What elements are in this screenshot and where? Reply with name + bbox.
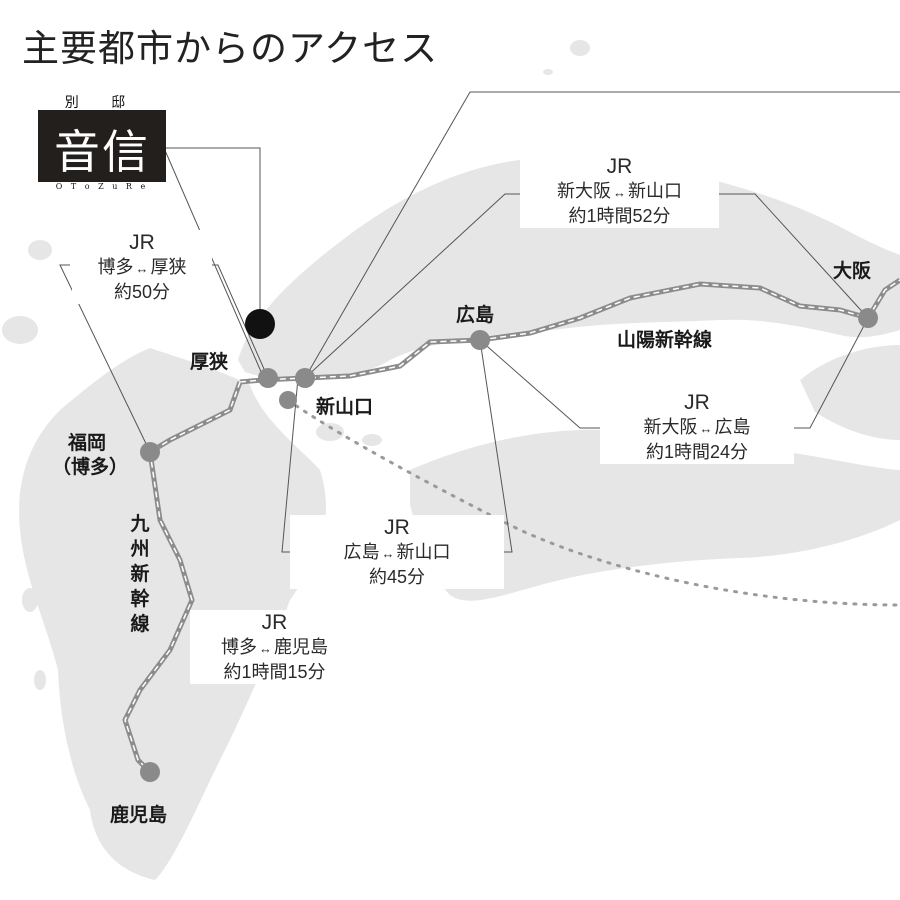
route-to: 厚狭: [150, 257, 187, 277]
station-hiroshima: [470, 330, 490, 350]
island-2: [543, 69, 553, 75]
line-label-sanyo: 山陽新幹線: [617, 329, 713, 351]
two-way-arrow-icon: ↔: [135, 261, 149, 276]
hotel-logo[interactable]: 別 邸 音信 O T o Z u R e: [38, 92, 166, 197]
city-label-fukuoka: 福岡: [68, 432, 107, 454]
kansai-landmass: [800, 345, 900, 440]
logo-main-text: 音信: [54, 125, 150, 179]
page-title: 主要都市からのアクセス: [22, 27, 439, 70]
station-fukuoka: [140, 442, 160, 462]
logo-sub-text: O T o Z u R e: [55, 182, 149, 191]
route-time: 約50分: [113, 282, 171, 302]
station-osaka: [858, 308, 878, 328]
route-from: 広島: [343, 542, 380, 562]
city-label-hakata: （博多）: [52, 456, 129, 478]
logo-top-text: 別 邸: [64, 95, 140, 111]
line-label-kyushu: 九州新幹線: [130, 513, 150, 635]
shikoku-landmass: [410, 429, 900, 601]
island-5: [2, 316, 38, 344]
station-shinyamaguchi: [295, 368, 315, 388]
route-from: 博多: [221, 637, 257, 657]
stations: [140, 308, 878, 782]
honshu-landmass: [238, 156, 900, 381]
kyushu-landmass: [19, 348, 327, 880]
land: [2, 40, 900, 880]
two-way-arrow-icon: ↔: [381, 546, 395, 561]
two-way-arrow-icon: ↔: [613, 185, 626, 200]
two-way-arrow-icon: ↔: [699, 421, 713, 436]
island-4: [362, 434, 382, 446]
route-carrier: JR: [684, 391, 710, 414]
route-from: 新大阪: [643, 417, 698, 437]
route-time: 約1時間52分: [568, 206, 671, 226]
route-from: 新大阪: [557, 181, 611, 201]
logo-box: 音信: [38, 110, 166, 182]
two-way-arrow-icon: ↔: [259, 641, 272, 656]
route-carrier: JR: [129, 231, 155, 254]
station-ferry: [279, 391, 297, 409]
hotel-marker[interactable]: [245, 309, 275, 339]
sanyo-shinkansen: [239, 277, 900, 385]
city-label-kagoshima: 鹿児島: [110, 804, 168, 826]
route-time: 約1時間24分: [645, 442, 749, 462]
dotted-route: [286, 398, 900, 607]
route-carrier: JR: [384, 516, 410, 539]
route-time: 約45分: [368, 567, 426, 587]
city-label-osaka: 大阪: [833, 260, 872, 282]
route-info-shinosaka-hiroshima: JR 新大阪↔広島 約1時間24分: [600, 390, 794, 464]
route-info-hakata-asa: JR 博多↔厚狭 約50分: [72, 230, 212, 304]
route-time: 約1時間15分: [223, 662, 326, 682]
island-6: [28, 240, 52, 260]
route-info-hiroshima-shinyamaguchi: JR 広島↔新山口 約45分: [290, 515, 504, 589]
station-asa: [258, 368, 278, 388]
route-carrier: JR: [606, 155, 633, 178]
station-kagoshima: [140, 762, 160, 782]
island-3: [316, 423, 344, 441]
route-from: 博多: [97, 257, 134, 277]
kyushu-shinkansen: [122, 381, 243, 774]
city-label-hiroshima: 広島: [456, 304, 495, 326]
island-8: [34, 670, 46, 690]
island-7: [22, 588, 38, 612]
route-to: 広島: [714, 417, 751, 437]
route-carrier: JR: [261, 611, 288, 634]
route-to: 新山口: [396, 542, 451, 562]
city-label-asa: 厚狭: [190, 351, 229, 373]
route-to: 鹿児島: [274, 637, 328, 657]
island-1: [570, 40, 590, 56]
route-info-hakata-kagoshima: JR 博多↔鹿児島 約1時間15分: [190, 610, 359, 684]
route-to: 新山口: [628, 181, 682, 201]
route-info-shinosaka-shinyamaguchi: JR 新大阪↔新山口 約1時間52分: [520, 154, 719, 228]
city-label-shinyamaguchi: 新山口: [316, 396, 374, 418]
